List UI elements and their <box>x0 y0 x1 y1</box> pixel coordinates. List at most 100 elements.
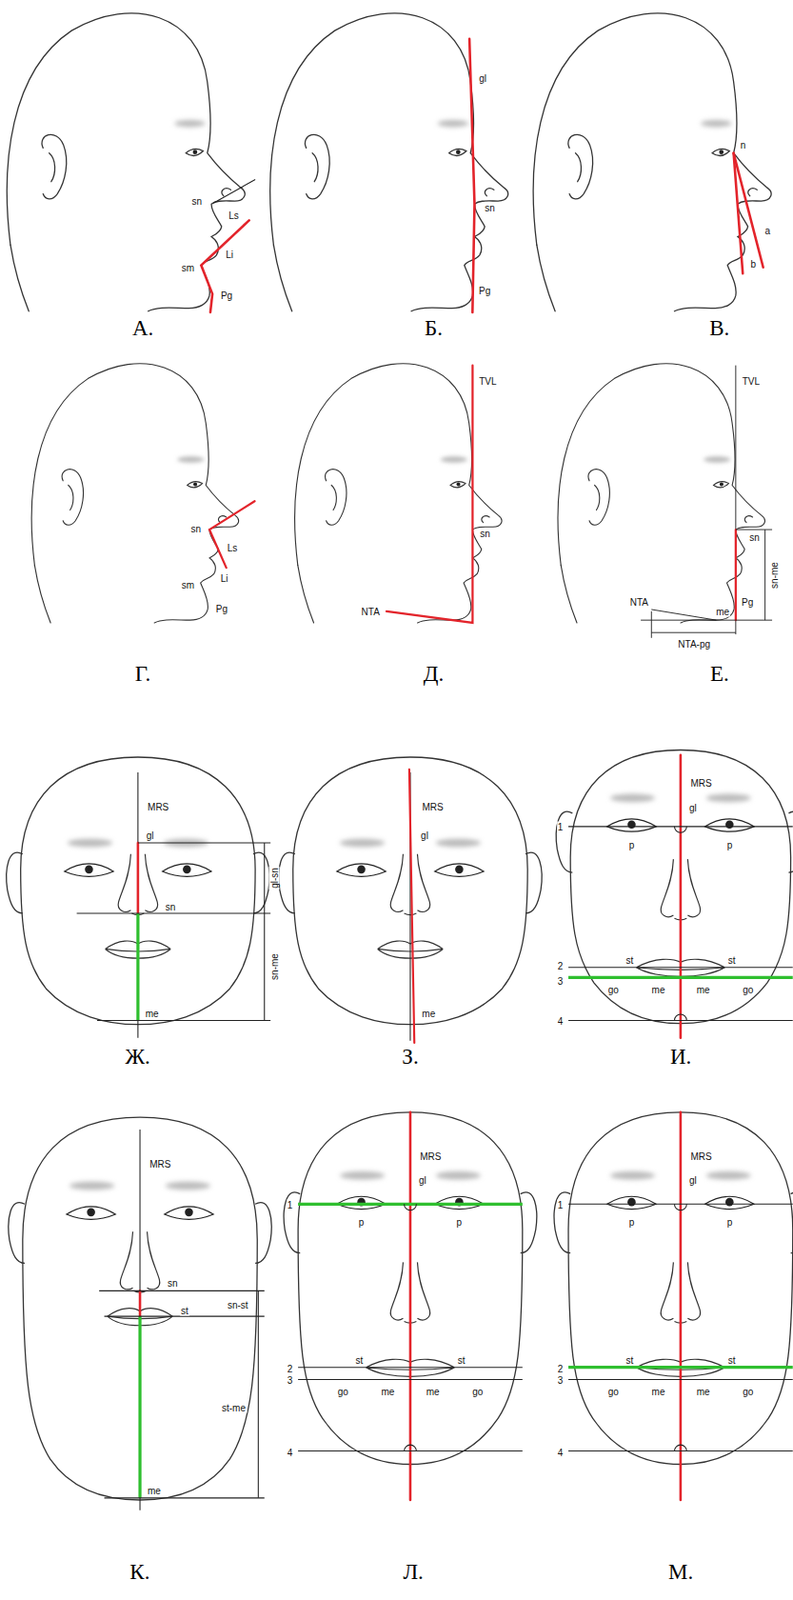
landmark-label: go <box>741 983 754 994</box>
landmark-label: Pg <box>215 602 229 614</box>
landmark-label: 1 <box>556 1199 565 1210</box>
landmark-label: 4 <box>556 1446 565 1457</box>
tvl-nta-lines <box>386 365 473 623</box>
landmark-label: go <box>607 1386 620 1397</box>
gonion-line <box>297 1378 523 1380</box>
menton-line <box>568 1449 793 1451</box>
landmark-label: MRS <box>689 1149 713 1161</box>
landmark-label: p <box>455 1216 464 1228</box>
landmark-label: st <box>727 1354 737 1366</box>
level-lines <box>99 1289 265 1498</box>
landmark-label: sn-me <box>769 560 780 590</box>
landmark-label: 2 <box>286 1362 295 1373</box>
pupil-line <box>297 1202 523 1206</box>
landmark-label: sm <box>180 261 196 273</box>
angle-line <box>200 219 249 312</box>
panel-caption: Е. <box>709 661 731 687</box>
landmark-label: me <box>714 606 731 617</box>
panel-l <box>283 1111 537 1500</box>
midline <box>409 769 415 1043</box>
panel-e <box>557 363 773 638</box>
landmark-label: st <box>456 1354 467 1366</box>
panel-z <box>278 756 542 1043</box>
dimension-line <box>263 842 265 1020</box>
level-lines <box>640 529 773 620</box>
panel-caption: Ж. <box>124 1044 152 1070</box>
landmark-label: sn <box>483 201 496 213</box>
landmark-label: p <box>628 1216 636 1228</box>
landmark-label: 3 <box>556 975 565 987</box>
mrs-line <box>409 1111 413 1500</box>
landmark-label: gl <box>688 1174 698 1186</box>
panel-i <box>555 750 793 1038</box>
sn-me-segment <box>136 912 139 1021</box>
landmark-label: me <box>695 983 712 994</box>
landmark-label: n <box>739 139 748 151</box>
pupil-line <box>568 1203 793 1205</box>
landmark-label: sn-me <box>269 951 280 981</box>
mrs-line <box>679 754 683 1038</box>
landmark-label: 1 <box>286 1199 295 1210</box>
landmark-label: gl <box>417 1174 428 1186</box>
landmark-label: sm <box>180 579 196 591</box>
landmark-label: gl <box>419 830 430 841</box>
landmark-label: gl-sn <box>269 866 280 890</box>
landmark-label: st <box>625 953 635 965</box>
landmark-label: 4 <box>556 1015 565 1027</box>
landmark-label: MRS <box>146 800 170 812</box>
level-lines <box>77 842 272 1020</box>
landmark-label: p <box>628 838 636 850</box>
nta-line <box>651 609 716 620</box>
landmark-label: a <box>763 225 772 237</box>
landmark-label: 3 <box>556 1374 565 1386</box>
landmark-label: b <box>749 257 757 269</box>
landmark-label: TVL <box>741 375 761 386</box>
landmark-label: sn <box>191 196 204 207</box>
landmark-label: go <box>337 1386 350 1397</box>
angle-arc <box>674 826 687 1021</box>
landmark-label: st <box>625 1354 635 1366</box>
gl-sn-segment <box>137 842 140 913</box>
panel-caption: Д. <box>422 661 445 687</box>
panel-v <box>533 13 772 312</box>
landmark-label: sn <box>166 1276 179 1288</box>
landmark-label: Ls <box>227 210 240 221</box>
landmark-label: me <box>695 1386 712 1397</box>
landmark-label: st <box>179 1304 190 1315</box>
landmark-label: Pg <box>219 289 234 300</box>
n-b-line <box>733 153 744 274</box>
mrs-line <box>679 1111 683 1500</box>
landmark-label: MRS <box>689 777 713 789</box>
panel-caption: Л. <box>402 1559 425 1585</box>
landmark-label: gl <box>688 802 698 813</box>
landmark-label: p <box>726 1216 734 1228</box>
panel-b <box>270 13 509 313</box>
sn-me-segment <box>734 529 737 620</box>
landmark-label: 2 <box>556 1362 565 1373</box>
landmark-label: NTA <box>360 606 381 617</box>
landmark-label: gl <box>477 72 488 83</box>
landmark-label: me <box>379 1386 396 1397</box>
menton-line <box>568 1019 793 1021</box>
landmark-label: Ls <box>226 542 239 554</box>
panel-caption: К. <box>128 1559 151 1585</box>
panel-caption: Г. <box>134 661 152 687</box>
landmark-label: 2 <box>556 960 565 972</box>
landmark-label: st <box>727 953 737 965</box>
panel-zh <box>6 756 271 1038</box>
mrs-line <box>139 1129 141 1510</box>
landmark-label: sn <box>164 901 178 912</box>
landmark-label: gl <box>145 830 156 841</box>
landmark-label: me <box>651 1386 667 1397</box>
stomion-line <box>297 1366 523 1368</box>
landmark-label: p <box>726 838 734 850</box>
angle-arc <box>674 1203 687 1450</box>
landmark-label: p <box>357 1216 366 1228</box>
landmark-label: Li <box>219 572 230 583</box>
landmark-label: MRS <box>418 1149 442 1161</box>
landmark-label: Pg <box>740 596 754 608</box>
landmark-label: me <box>146 1485 162 1496</box>
panel-k <box>8 1116 272 1510</box>
